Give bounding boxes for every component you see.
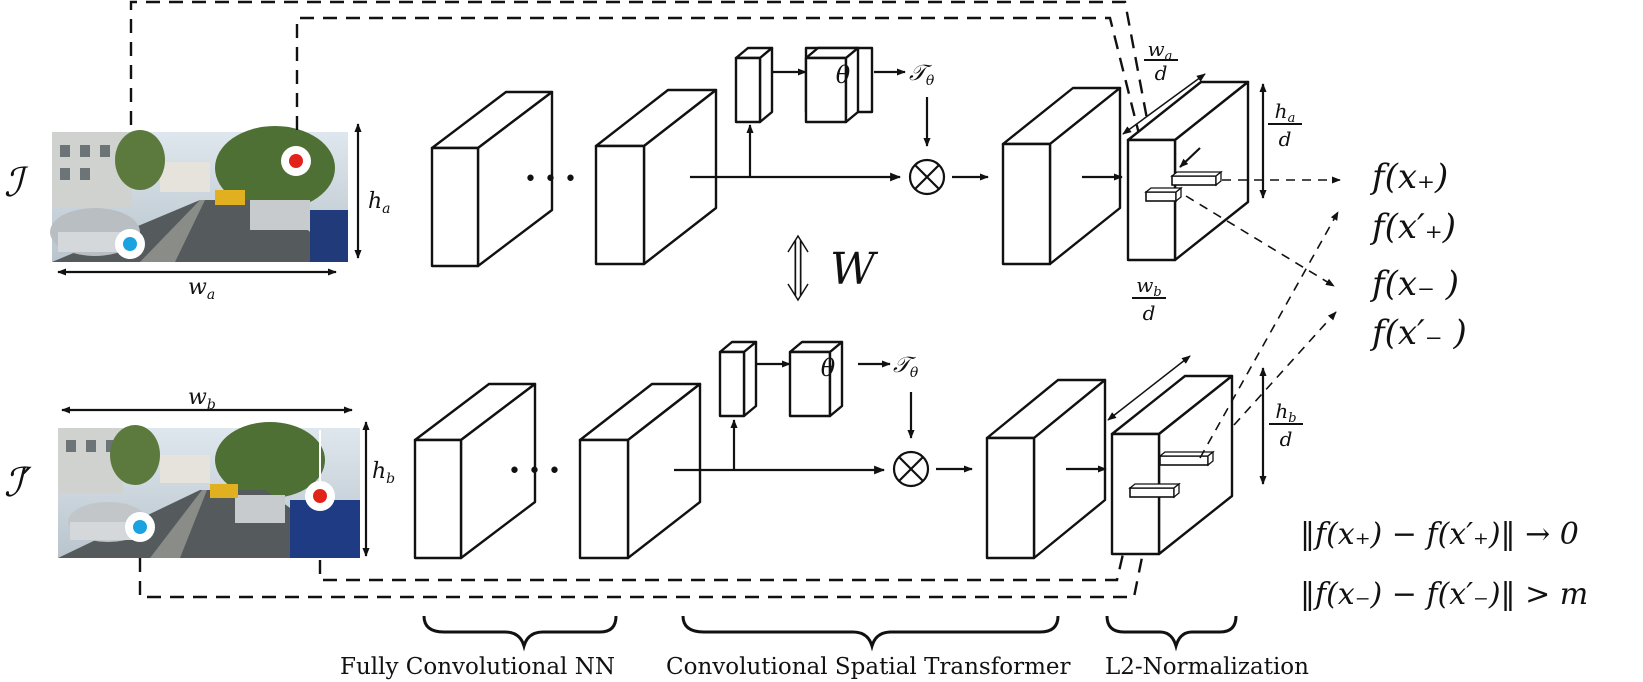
stage-label-cst: Convolutional Spatial Transformer (666, 654, 1071, 680)
svg-text:d: d (1280, 427, 1293, 451)
weight-sharing-arrow (787, 234, 809, 302)
positive-point-b (313, 489, 327, 503)
fraction-wa-d: wa d (1144, 37, 1178, 85)
loss-negative: ‖f(x₋) − f(x′₋)‖ > m (1300, 577, 1588, 612)
stage-label-fcn: Fully Convolutional NN (340, 654, 615, 680)
width-a-label: wa (188, 275, 215, 303)
svg-text:wb: wb (1136, 273, 1161, 300)
conv-block-a1 (430, 90, 554, 268)
height-a-label: ha (368, 189, 391, 217)
branch-a (430, 46, 1267, 268)
feature-negative-b: f(x′₋ ) (1369, 313, 1467, 353)
svg-text:ha: ha (1275, 99, 1296, 126)
theta-label-b: θ (821, 354, 836, 382)
fraction-wb-d: wb d (1132, 273, 1166, 325)
localization-block-a1 (734, 46, 774, 124)
conv-block-b1 (413, 382, 537, 560)
feature-negative-a: f(x₋ ) (1369, 264, 1459, 304)
image-b-label: ℐ′ (4, 460, 32, 506)
svg-text:d: d (1143, 301, 1156, 325)
sampler-a (908, 158, 946, 196)
input-image-a (50, 126, 348, 262)
localization-block-a2 (804, 46, 874, 124)
sampler-b (892, 450, 930, 488)
svg-text:d: d (1279, 127, 1292, 151)
input-image-b (58, 422, 360, 558)
localization-block-b1 (718, 340, 758, 418)
feature-positive-b: f(x′₊) (1369, 207, 1456, 247)
width-b-label: wb (188, 385, 216, 413)
branch-b (413, 340, 1267, 560)
feature-positive-a: f(x₊) (1369, 157, 1448, 197)
positive-point-a (289, 154, 303, 168)
image-a-label: ℐ (4, 160, 29, 206)
transform-label-a: 𝒯θ (909, 61, 935, 89)
stage-label-l2: L2-Normalization (1105, 654, 1309, 680)
ellipsis-a: • • • (524, 167, 577, 192)
localization-block-b2 (788, 340, 844, 418)
transform-label-b: 𝒯θ (893, 353, 919, 381)
conv-block-b2 (578, 382, 702, 560)
svg-text:hb: hb (1275, 399, 1296, 426)
fraction-ha-d: ha d (1268, 99, 1302, 151)
image-dimensions (57, 123, 370, 557)
svg-text:wa: wa (1148, 37, 1173, 64)
svg-text:d: d (1155, 61, 1168, 85)
loss-positive: ‖f(x₊) − f(x′₊)‖ → 0 (1300, 517, 1579, 552)
theta-label-a: θ (836, 61, 851, 89)
ellipsis-b: • • • (508, 459, 561, 484)
conv-block-a2 (594, 88, 718, 266)
feature-arrows (1185, 176, 1341, 459)
weight-sharing-label: W (830, 244, 879, 295)
negative-point-b (133, 520, 147, 534)
stage-braces (422, 615, 1238, 652)
negative-point-a (123, 237, 137, 251)
height-b-label: hb (372, 459, 395, 487)
fraction-hb-d: hb d (1269, 399, 1303, 451)
